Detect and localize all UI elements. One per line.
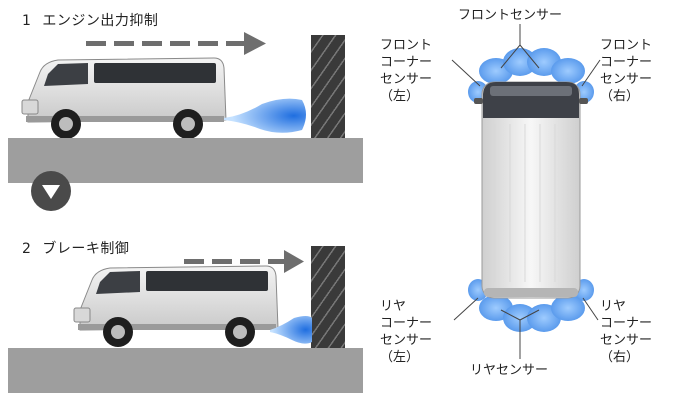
front-sensor-label: フロントセンサー <box>458 8 563 23</box>
step-1-dashed-arrow <box>86 32 266 55</box>
rear-sensor-label: リヤセンサー <box>470 363 549 378</box>
step-2-label: 2 ブレーキ制御 <box>22 238 129 258</box>
step-1-ground <box>8 138 363 183</box>
vehicle-top-view <box>451 24 601 359</box>
front-corner-left-sensor-label: フロント コーナー センサー （左） <box>380 38 433 104</box>
step-1-sensor-beam <box>224 98 306 133</box>
step-2-title: ブレーキ制御 <box>42 241 130 257</box>
step-1-title: エンジン出力抑制 <box>42 13 159 29</box>
step-2-wall <box>311 246 345 354</box>
step-2-van <box>73 265 279 347</box>
step-2-dashed-arrow <box>184 250 304 273</box>
step-1-wall <box>311 35 345 141</box>
step-1-label: 1 エンジン出力抑制 <box>22 10 158 30</box>
rear-sensor-beams <box>468 279 594 332</box>
down-arrow-icon <box>31 171 71 211</box>
rear-corner-right-sensor-label: リヤ コーナー センサー （右） <box>600 299 653 365</box>
rear-corner-left-sensor-label: リヤ コーナー センサー （左） <box>380 299 433 365</box>
step-1-van <box>21 57 227 139</box>
step-2-sensor-beam <box>270 316 312 344</box>
front-corner-right-sensor-label: フロント コーナー センサー （右） <box>600 38 653 104</box>
step-2-number: 2 <box>22 241 32 257</box>
step-2-ground <box>8 348 363 393</box>
step-1-number: 1 <box>22 13 32 29</box>
